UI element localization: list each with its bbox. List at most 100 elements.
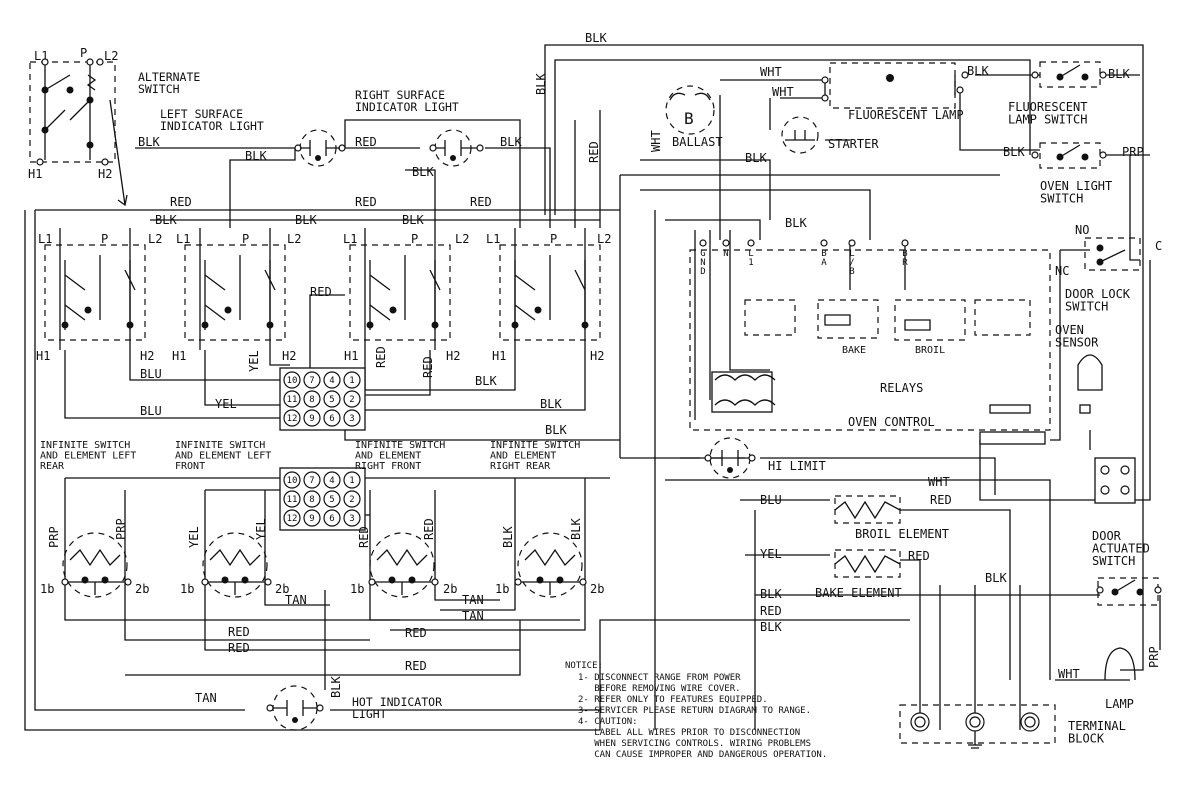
ballast-letter: B [684, 109, 694, 128]
connector-pin-label: 8 [309, 495, 314, 505]
alt-term-l2: L2 [104, 49, 118, 63]
svg-text:BLK: BLK [985, 571, 1007, 585]
svg-text:WHT: WHT [928, 475, 950, 489]
svg-text:BLK: BLK [402, 213, 424, 227]
relay-pin [820, 239, 828, 247]
alt-term-h1: H1 [28, 167, 42, 181]
connector-pin-label: 11 [287, 395, 298, 405]
svg-text:RED: RED [405, 626, 427, 640]
svg-text:BLK: BLK [295, 213, 317, 227]
svg-text:L1: L1 [38, 232, 52, 246]
svg-text:BLU: BLU [140, 404, 162, 418]
relay-pin [699, 239, 707, 247]
hi-limit: HI LIMIT [704, 437, 826, 479]
svg-text:BLK: BLK [155, 213, 177, 227]
connector-pin-label: 1 [349, 476, 354, 486]
svg-text:PRP: PRP [1122, 145, 1144, 159]
bake-element: BAKE ELEMENT [815, 549, 902, 600]
svg-text:PRP: PRP [47, 526, 61, 548]
connector-pin-label: 6 [329, 414, 334, 424]
fluorescent-lamp-label: FLUORESCENT LAMP [848, 108, 964, 122]
svg-text:WHT: WHT [649, 130, 663, 152]
connector-pin [303, 509, 321, 527]
connector-pin [343, 490, 361, 508]
connector-pin [323, 490, 341, 508]
switch-block-terms-3: L1 P L2 H1 H2 [343, 232, 469, 363]
connector-pin-label: 12 [287, 414, 298, 424]
alt-term-p: P [80, 46, 87, 60]
connector-pin [283, 490, 301, 508]
svg-text:1b: 1b [40, 582, 54, 596]
svg-text:BLU: BLU [140, 367, 162, 381]
svg-text:WHT: WHT [772, 85, 794, 99]
connector-pin-label: 3 [349, 414, 354, 424]
lamp-label: LAMP [1105, 697, 1134, 711]
notice-line-7: WHEN SERVICING CONTROLS. WIRING PROBLEMS [578, 739, 811, 749]
svg-text:BLK: BLK [585, 31, 607, 45]
connector-pin-label: 7 [309, 376, 314, 386]
svg-text:TAN: TAN [462, 593, 484, 607]
svg-text:L1: L1 [486, 232, 500, 246]
svg-text:RED: RED [421, 356, 435, 378]
switch-internals [61, 255, 589, 330]
wires [24, 44, 1161, 731]
svg-text:PRP: PRP [1147, 646, 1161, 668]
svg-text:WHT: WHT [760, 65, 782, 79]
connector-pin [323, 471, 341, 489]
connector-pin-label: 4 [329, 376, 334, 386]
svg-text:BLK: BLK [245, 149, 267, 163]
notice-line-8: CAN CAUSE IMPROPER AND DANGEROUS OPERATI… [578, 750, 827, 760]
svg-text:H2: H2 [446, 349, 460, 363]
svg-text:BLK: BLK [540, 397, 562, 411]
connector-pin [323, 409, 341, 427]
notice-line-6: LABEL ALL WIRES PRIOR TO DISCONNECTION [578, 728, 800, 738]
svg-text:BLK: BLK [500, 135, 522, 149]
svg-text:L1: L1 [176, 232, 190, 246]
svg-text:BLK: BLK [1108, 67, 1130, 81]
svg-text:TAN: TAN [195, 691, 217, 705]
notice-line-3: 2- REFER ONLY TO FEATURES EQUIPPED. [578, 695, 768, 705]
svg-text:RED: RED [760, 604, 782, 618]
relay-pin [722, 239, 730, 247]
connector-pin [303, 490, 321, 508]
bake-element-label: BAKE ELEMENT [815, 586, 902, 600]
svg-text:RED: RED [355, 195, 377, 209]
svg-text:BLK: BLK [545, 423, 567, 437]
surface-switch-blocks: L1 P L2 H1 H2 L1 P L2 H1 H2 L1 P L2 H1 H… [36, 232, 611, 363]
svg-text:RED: RED [422, 518, 436, 540]
oven-control-label: OVEN CONTROL [848, 415, 935, 429]
svg-text:RED: RED [908, 549, 930, 563]
svg-text:RED: RED [587, 141, 601, 163]
relay-pin [901, 239, 909, 247]
connector-pin-label: 3 [349, 514, 354, 524]
notice: NOTICE: 1- DISCONNECT RANGE FROM POWER B… [565, 661, 827, 760]
svg-text:RED: RED [355, 135, 377, 149]
svg-text:RED: RED [470, 195, 492, 209]
svg-text:YEL: YEL [254, 518, 268, 540]
notice-line-2: BEFORE REMOVING WIRE COVER. [578, 684, 741, 694]
svg-text:BLK: BLK [760, 587, 782, 601]
connector-pin [283, 390, 301, 408]
relay-pin-label: L/B [849, 249, 854, 277]
svg-text:H1: H1 [344, 349, 358, 363]
svg-text:L2: L2 [597, 232, 611, 246]
svg-text:P: P [242, 232, 249, 246]
connector-pin [283, 409, 301, 427]
connector-pin-label: 6 [329, 514, 334, 524]
ballast-label: BALLAST [672, 135, 723, 149]
connector-pin [323, 390, 341, 408]
